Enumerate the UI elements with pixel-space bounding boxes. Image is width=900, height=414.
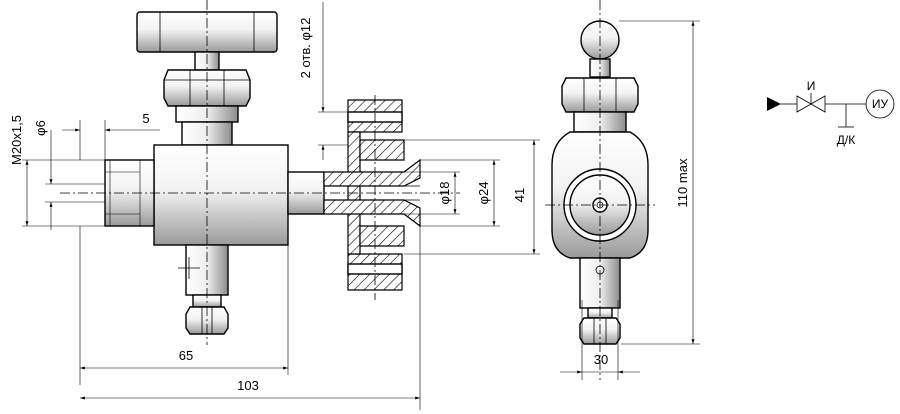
shoulder-dimension: 5 (142, 111, 149, 126)
fitting-section (323, 158, 421, 187)
piping-schematic: И Д/К ИУ (767, 79, 895, 147)
valve-body (153, 144, 289, 246)
body-length-dimension: 65 (179, 348, 193, 363)
flange-dimension: 41 (512, 188, 527, 202)
instrument-label: ИУ (872, 97, 889, 111)
side-view (545, 0, 655, 380)
front-dimensions: M20x1,5 φ6 5 2 отв. φ12 φ18 φ24 41 (9, 2, 540, 410)
outer-diameter-dimension: φ24 (476, 182, 491, 205)
valve-symbol-icon (796, 95, 826, 113)
side-dimensions: 30 110 max (560, 20, 700, 380)
valve-label: И (807, 79, 816, 93)
inner-diameter-dimension: φ18 (437, 182, 452, 205)
gland-nut (163, 69, 251, 107)
width-dimension: 30 (594, 352, 608, 367)
drain-label: Д/К (837, 133, 855, 147)
flow-arrow-icon (767, 97, 781, 111)
front-view (60, 0, 460, 345)
height-dimension: 110 max (675, 158, 690, 207)
bore-dimension: φ6 (33, 120, 48, 136)
holes-dimension: 2 отв. φ12 (298, 18, 313, 79)
instrument-circle-icon (865, 89, 895, 119)
total-length-dimension: 103 (237, 378, 259, 393)
thread-dimension: M20x1,5 (9, 115, 24, 165)
